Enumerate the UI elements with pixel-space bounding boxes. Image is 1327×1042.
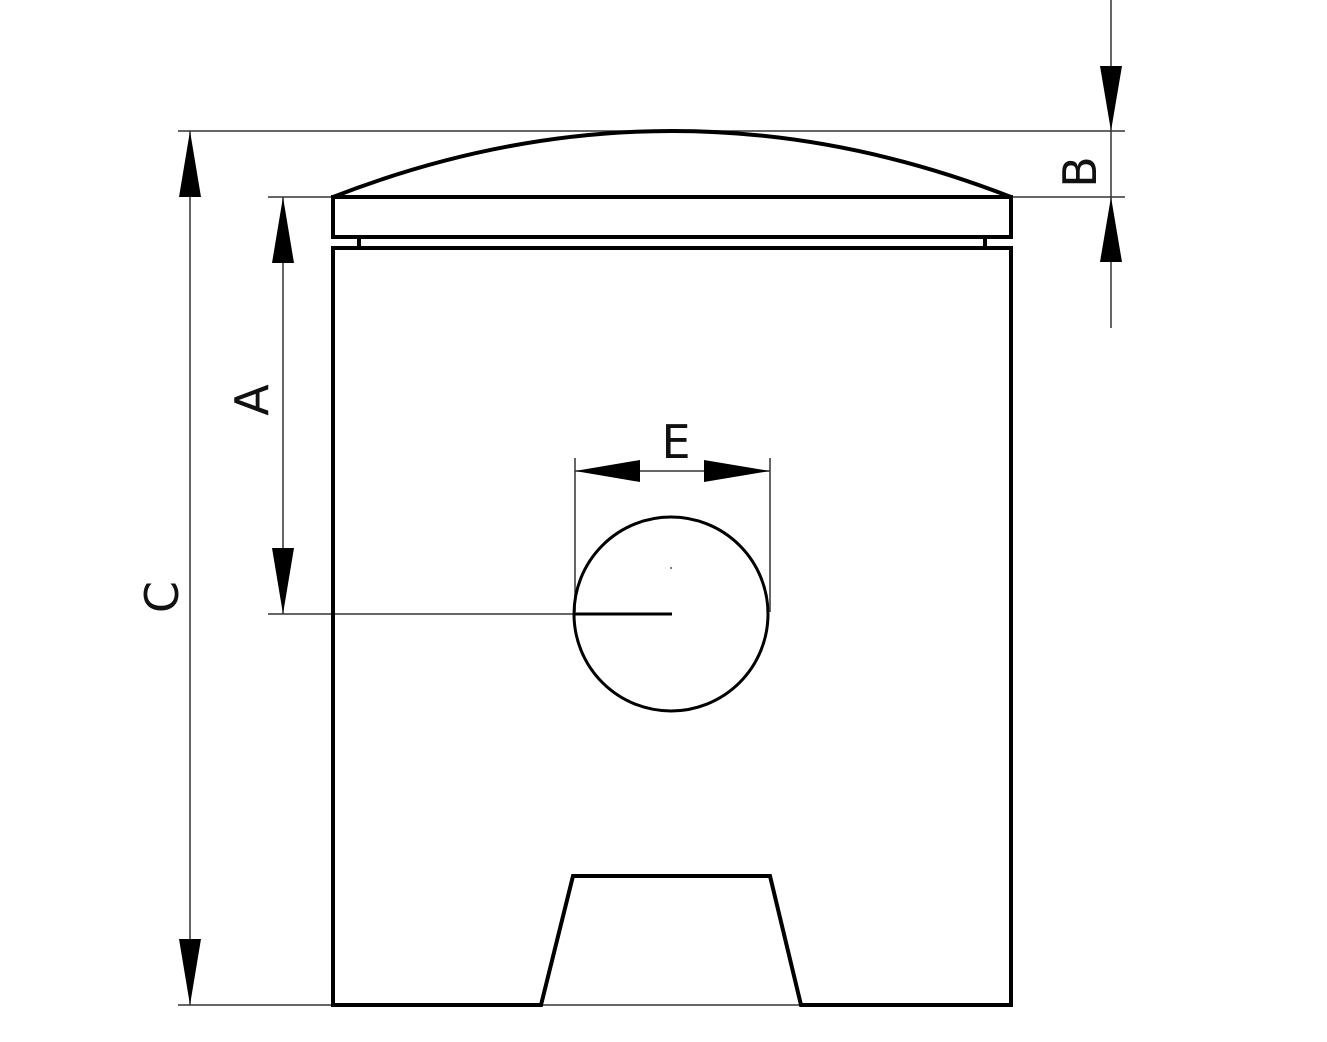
dimension-c: C [135, 131, 201, 1005]
arrow-left-icon [575, 460, 640, 482]
dimension-a: A [225, 197, 294, 614]
piston-skirt [331, 246, 1013, 1007]
arrow-down-icon [179, 939, 201, 1005]
dimension-label-e: E [661, 415, 690, 469]
dimension-b: B [1053, 0, 1122, 328]
pin-center-dot [670, 567, 672, 569]
arrow-down-icon [272, 548, 294, 614]
piston-crown-dome [332, 129, 1012, 199]
top-ring-land [331, 195, 1013, 239]
arrow-up-icon [179, 131, 201, 197]
dimension-label-b: B [1053, 156, 1107, 188]
arrow-down-icon [1100, 66, 1122, 131]
wrist-pin-bore [572, 515, 770, 713]
arrow-right-icon [704, 460, 770, 482]
extension-lines [178, 130, 1125, 1006]
dimension-label-c: C [135, 581, 189, 613]
piston-outline [331, 129, 1013, 1007]
dimension-label-a: A [225, 384, 279, 416]
arrow-up-icon [272, 197, 294, 263]
arrow-up-icon [1100, 197, 1122, 262]
dimension-e: E [575, 415, 770, 482]
